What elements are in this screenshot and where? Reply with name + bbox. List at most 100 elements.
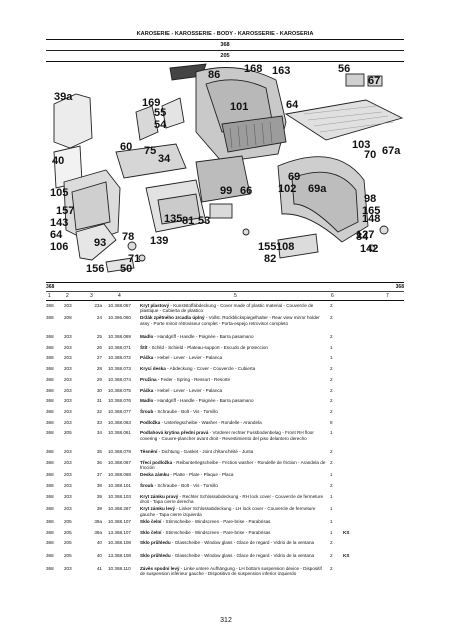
cell-c2: 205: [64, 553, 72, 559]
part-name: Kryt zámku levý: [140, 506, 175, 512]
cell-c3: 24: [96, 315, 102, 321]
cell-c4: 10.368.061: [108, 430, 131, 436]
cell-c4: 13.368.107: [108, 529, 131, 535]
page-number: 312: [220, 617, 232, 624]
cell-quantity: 2: [330, 387, 333, 393]
cell-c1: 368: [46, 519, 54, 525]
column-number-row: 1 2 3 4 5 6 7: [46, 292, 404, 301]
cell-quantity: 2: [330, 553, 333, 559]
cell-c4: 10.368.075: [108, 387, 131, 393]
cell-description: Závěs spodní levý - Linke untere Aufhäng…: [140, 566, 328, 577]
col-num: 3: [90, 293, 93, 299]
part-callout: 64: [50, 229, 63, 241]
cell-c1: 368: [46, 334, 54, 340]
cell-c1: 368: [46, 344, 54, 350]
cell-c3: 32: [96, 408, 102, 414]
cell-c1: 368: [46, 355, 54, 361]
cell-c1: 368: [46, 366, 54, 372]
cell-description: Deska zámku - Platte - Plate - Plaque - …: [140, 472, 328, 478]
part-translations: - Unterlegscheibe - Washer - Rondelle - …: [160, 419, 262, 425]
cell-c3: 41: [96, 565, 102, 571]
part-callout: 169: [142, 97, 160, 109]
part-translations: - Schraube - Bolt - Vis - Tornillo: [153, 408, 218, 414]
cell-c3: 40: [96, 540, 102, 546]
col-num: 7: [386, 293, 389, 299]
part-callout: 165: [362, 205, 380, 217]
cell-c2: 205: [64, 519, 72, 525]
part-callout: 148: [362, 213, 380, 225]
cell-c1: 368: [46, 483, 54, 488]
part-callout: 81: [182, 215, 194, 227]
part-name: Těsnění: [140, 448, 158, 454]
cell-c1: 368: [46, 315, 54, 321]
part-translations: - Stirnscheibe - Windscreen - Pare-brise…: [161, 529, 271, 535]
cell-quantity: 2: [330, 448, 333, 454]
part-translations: - Schild - Schield - Plateau-support - E…: [147, 344, 268, 350]
col-num: 2: [66, 293, 69, 299]
part-translations: - Vorderer rechter Fussbodenbelag - Fron…: [140, 430, 314, 441]
part-callout: 71: [128, 253, 140, 265]
col-num: 4: [118, 293, 121, 299]
part-translations: - Kunststoffabdeckung - Cover made of pl…: [140, 302, 314, 314]
part-translations: - Rechter Schlossabdeckung - RH lock cov…: [140, 493, 324, 505]
cell-c2: 203: [64, 355, 72, 361]
col-num: 5: [234, 293, 237, 299]
part-callout: 67a: [382, 145, 401, 157]
cell-c1: 368: [46, 302, 54, 308]
cell-c1: 368: [46, 408, 54, 414]
part-translations: - Hebel - Lever - Levier - Palanca: [153, 387, 223, 393]
part-callout: 93: [94, 237, 106, 249]
part-callout: 82: [264, 253, 276, 265]
part-name: Podložka: [140, 419, 161, 425]
part-callout: 163: [272, 65, 290, 77]
cell-description: Madlo - Handgriff - Handle - Poignée - B…: [140, 398, 328, 404]
part-callout: 56: [338, 63, 350, 75]
part-callout: 106: [50, 241, 68, 253]
cell-c4: 10.368.067: [108, 459, 131, 465]
part-translations: - Linke untere Aufhängung - LH bottom su…: [140, 565, 322, 577]
cell-quantity: 1: [330, 529, 333, 535]
cell-c2: 203: [64, 483, 72, 488]
cell-c3: 39: [96, 506, 102, 512]
cell-description: Šroub - Schraube - Bolt - Vis - Tornillo: [140, 409, 328, 415]
part-translations: - Feder - Spring - Ressort - Resorte: [156, 376, 231, 382]
cell-quantity: 2: [330, 565, 333, 571]
part-name: Šroub: [140, 408, 154, 414]
cell-c2: 203: [64, 366, 72, 372]
cell-description: Držák zpětného zrcadla úplný - Vollst. R…: [140, 315, 328, 326]
part-name: Pružina: [140, 376, 157, 382]
part-translations: - Vollst. Rückblickspiegelhalter - Rear …: [140, 315, 320, 326]
cell-c1: 368: [46, 448, 54, 454]
part-callout: 98: [364, 193, 376, 205]
cell-c3: 28: [96, 366, 102, 372]
cell-c2: 203: [64, 398, 72, 404]
subgroup-number: 205: [46, 52, 404, 62]
group-right: 368: [395, 284, 404, 290]
cell-c2: 208: [64, 315, 72, 321]
part-name: Sklo průhledu: [140, 540, 171, 546]
cell-quantity: 2: [330, 302, 333, 308]
part-callout: 53: [198, 215, 210, 227]
part-translations: - Handgriff - Handle - Poignée - Barra p…: [153, 334, 254, 340]
part-name: Deska zámku: [140, 472, 170, 478]
cell-c4: 10.368.073: [108, 366, 131, 372]
part-callout: 135: [164, 213, 182, 225]
part-name: Držák zpětného zrcadla úplný: [140, 315, 205, 321]
col-num: 6: [331, 293, 334, 299]
cell-c2: 203: [64, 344, 72, 350]
part-translations: - Linker Schlossabdeckung - LH lock cove…: [140, 506, 316, 517]
cell-c4: 10.368.267: [108, 506, 131, 512]
cell-description: Sklo čelní - Stirnscheibe - Windscreen -…: [140, 519, 328, 525]
cell-c1: 368: [46, 553, 54, 559]
part-callout: 75: [144, 145, 156, 157]
